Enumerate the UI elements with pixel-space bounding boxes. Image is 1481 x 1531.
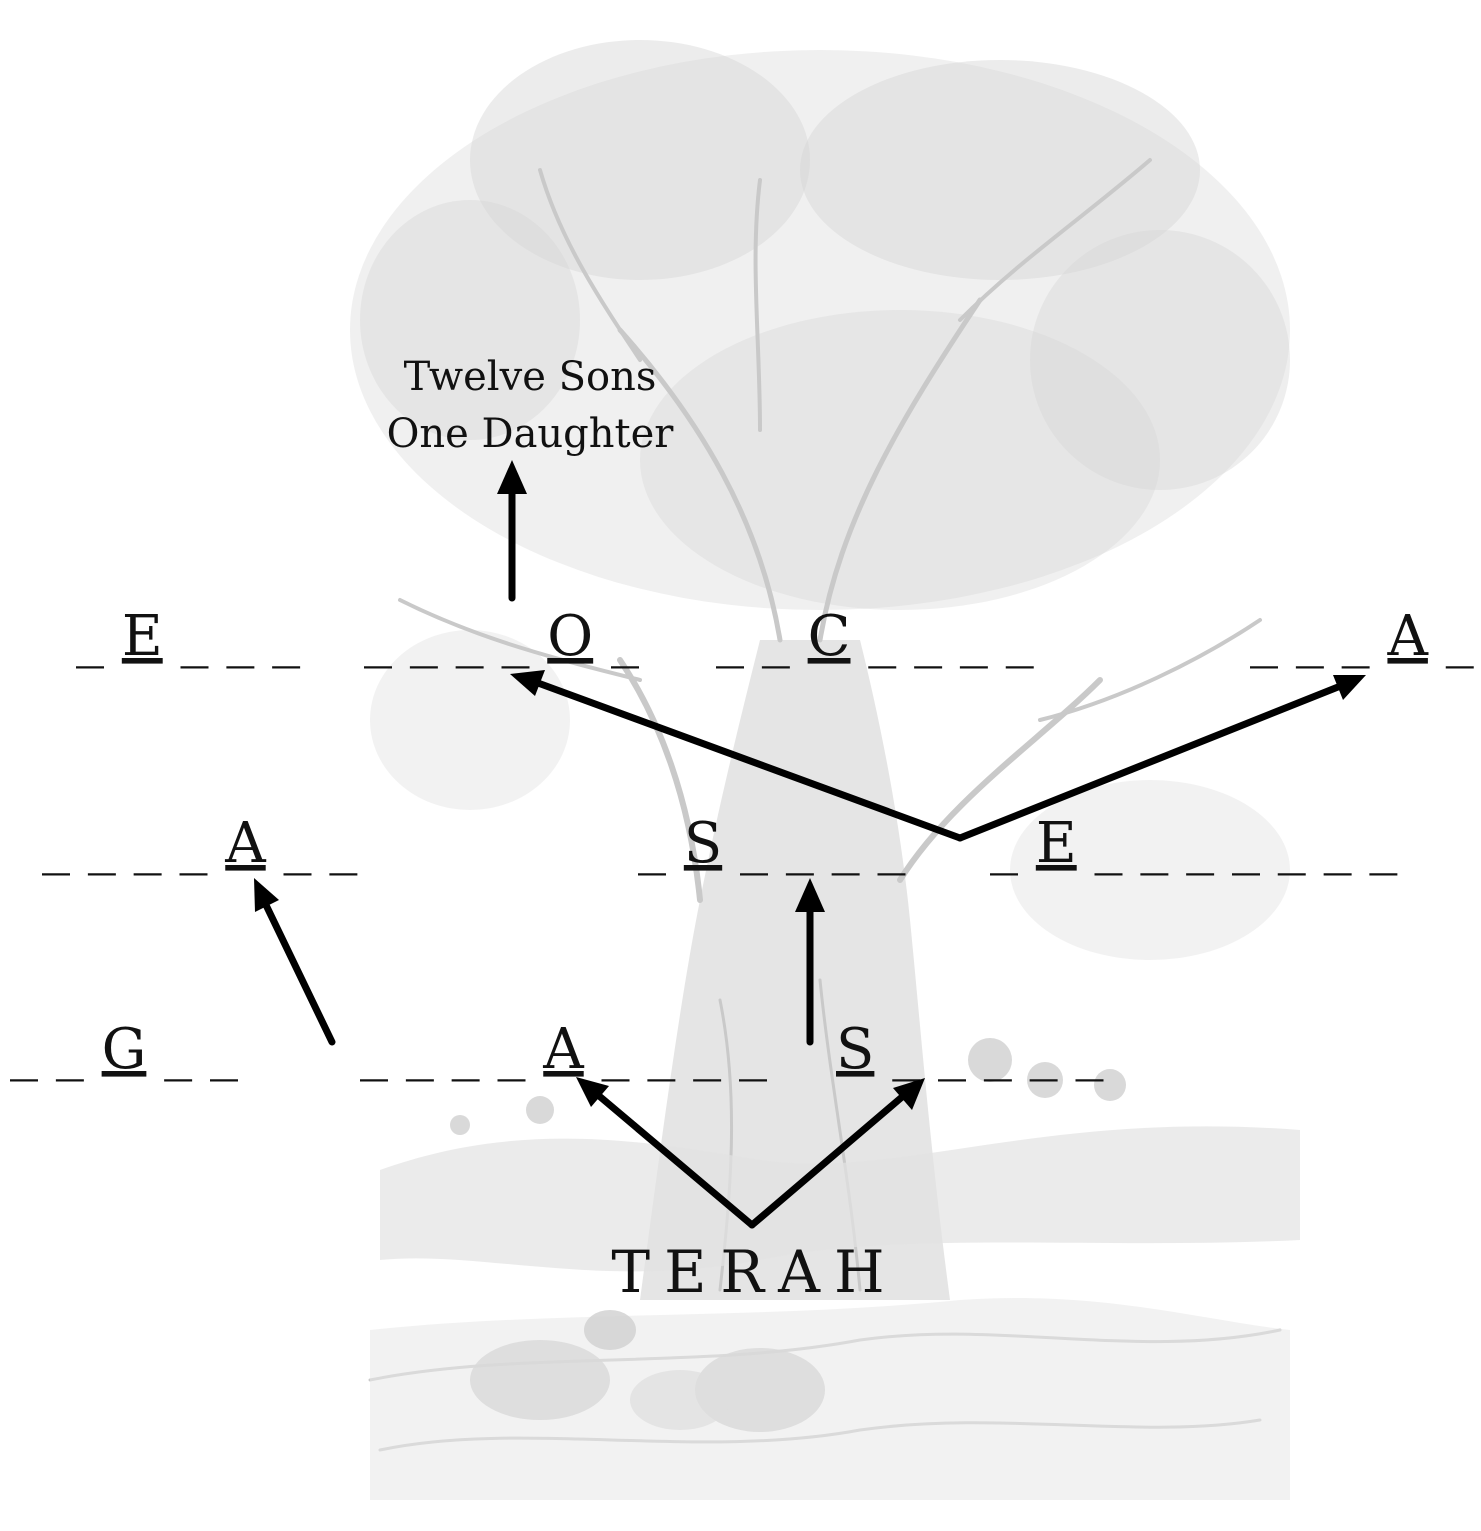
letter-blank: _ [329,811,357,876]
letter-blank: _ [1075,1017,1103,1082]
letter-blank: _ [456,604,502,669]
given-letter: C [808,604,851,669]
word-blank: _ E _ _ _ [76,604,300,669]
letter-blank: _ [611,604,639,669]
letter-blank: _ [406,1017,452,1082]
letter-blank: _ [1186,811,1232,876]
clue-line-2: One Daughter [387,411,675,457]
letter-blank: _ [602,1017,648,1082]
given-letter: E [1036,811,1077,876]
letter-blank: _ [1278,811,1324,876]
word-blank: _ _ _ A _ [1250,604,1474,669]
given-letter: A [224,811,266,876]
letter-blank: _ [164,1017,210,1082]
letter-blank: _ [877,811,905,876]
letter-spacer [146,1017,164,1082]
letter-blank: _ [1030,1017,1076,1082]
letter-blank: _ [1342,604,1388,669]
given-letter: O [547,604,593,669]
letter-blank: _ [1006,604,1034,669]
letter-blank: _ [272,604,300,669]
given-letter: A [1386,604,1428,669]
letter-blank: _ [134,811,180,876]
word-blank: _ _ _ _ O _ [364,604,639,669]
letter-blank: _ [76,604,122,669]
word-blank: _ S _ _ _ _ [638,811,905,876]
letter-blank: _ [452,1017,498,1082]
letter-blank: _ [179,811,225,876]
letter-spacer [593,604,611,669]
row-generation-3: _ E _ _ _ _ _ _ _ O _ _ _ C _ _ _ _ _ _ … [76,604,1474,669]
letter-blank: _ [868,604,914,669]
word-blank: _ _ G _ _ [10,1017,238,1082]
word-blank: _ _ _ _ A _ _ _ _ [360,1017,767,1082]
letter-blank: _ [410,604,456,669]
letter-blank: _ [647,1017,693,1082]
given-letter: G [102,1017,147,1082]
letter-blank: _ [960,604,1006,669]
letter-blank: _ [10,1017,56,1082]
letter-blank: _ [284,811,330,876]
letter-blank: _ [1140,811,1186,876]
letter-spacer [584,1017,602,1082]
word-blank: _ _ C _ _ _ _ [716,604,1034,669]
letter-blank: _ [1232,811,1278,876]
letter-blank: _ [740,811,786,876]
letter-blank: _ [832,811,878,876]
letter-blank: _ [501,604,547,669]
word-blank: _ _ _ _ A _ _ [42,811,357,876]
letter-blank: _ [497,1017,543,1082]
letter-blank: _ [88,811,134,876]
root-label: TERAH [611,1238,898,1306]
letter-blank: _ [1250,604,1296,669]
clue-line-1: Twelve Sons [404,354,657,400]
given-letter: S [684,811,722,876]
letter-blank: _ [360,1017,406,1082]
letter-spacer [850,604,868,669]
letter-blank: _ [786,811,832,876]
letter-blank: _ [762,604,808,669]
tree-ground [370,1126,1300,1500]
letter-blank: _ [1446,604,1474,669]
letter-blank: _ [181,604,227,669]
letter-blank: _ [1095,811,1141,876]
letter-spacer [1428,604,1446,669]
letter-blank: _ [638,811,684,876]
letter-blank: _ [984,1017,1030,1082]
letter-blank: _ [1369,811,1397,876]
letter-blank: _ [693,1017,739,1082]
letter-blank: _ [42,811,88,876]
letter-blank: _ [56,1017,102,1082]
given-letter: S [836,1017,874,1082]
letter-blank: _ [914,604,960,669]
arrow-to-a-word-left [254,878,332,1042]
given-letter: A [542,1017,584,1082]
letter-blank: _ [892,1017,938,1082]
letter-spacer [1077,811,1095,876]
letter-blank: _ [1296,604,1342,669]
letter-spacer [874,1017,892,1082]
letter-blank: _ [364,604,410,669]
row-generation-2: _ _ _ _ A _ _ _ S _ _ _ _ _ E _ _ _ _ _ … [42,811,1397,876]
letter-spacer [163,604,181,669]
letter-blank: _ [226,604,272,669]
letter-spacer [266,811,284,876]
given-letter: E [122,604,163,669]
letter-spacer [722,811,740,876]
letter-blank: _ [716,604,762,669]
word-blank: _ E _ _ _ _ _ _ _ [990,811,1397,876]
letter-blank: _ [938,1017,984,1082]
word-blank: S _ _ _ _ _ [836,1017,1103,1082]
row-generation-1: _ _ G _ _ _ _ _ _ A _ _ _ _ S _ _ _ _ _ [10,1017,1103,1082]
letter-blank: _ [739,1017,767,1082]
letter-blank: _ [210,1017,238,1082]
letter-blank: _ [1324,811,1370,876]
